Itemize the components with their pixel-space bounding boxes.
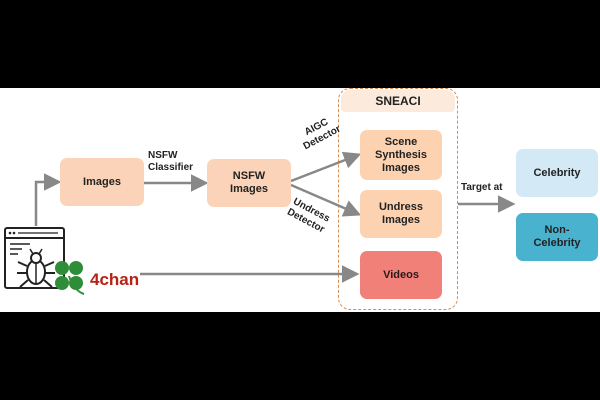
videos-node: Videos xyxy=(360,251,442,299)
arrow-nsfw-to-scene xyxy=(290,151,362,183)
nsfw-classifier-label: NSFW Classifier xyxy=(148,150,194,173)
arrow-nsfw-to-undress xyxy=(290,183,362,217)
nsfw-images-node: NSFW Images xyxy=(207,159,291,207)
clover-logo-icon xyxy=(55,261,85,295)
sneaci-group-frame xyxy=(338,88,458,310)
images-node: Images xyxy=(60,158,144,206)
4chan-wordmark: 4chan xyxy=(90,270,140,289)
arrow-source-to-images xyxy=(34,173,62,226)
scene-synthesis-images-node: Scene Synthesis Images xyxy=(360,130,442,180)
non-celebrity-node: Non- Celebrity xyxy=(516,213,598,261)
target-at-label: Target at xyxy=(461,182,503,193)
bug-icon xyxy=(17,248,55,288)
undress-images-node: Undress Images xyxy=(360,190,442,238)
celebrity-node: Celebrity xyxy=(516,149,598,197)
sneaci-group-title: SNEACI xyxy=(341,90,455,112)
